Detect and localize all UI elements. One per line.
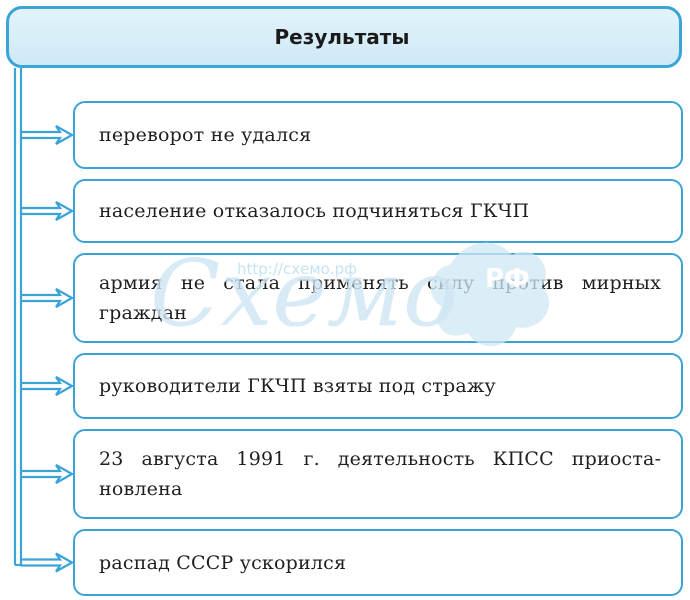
header-box: Результаты: [6, 6, 682, 68]
result-item-4: руководители ГКЧП взяты под стражу: [73, 353, 683, 419]
result-item-5: 23 августа 1991 г. деятельность КПСС при…: [73, 429, 683, 519]
result-item-2-text: население отказалось подчиняться ГКЧП: [99, 200, 530, 222]
result-item-6: распад СССР ускорился: [73, 529, 683, 596]
result-item-5-text: 23 августа 1991 г. деятельность КПСС при…: [99, 448, 661, 500]
arrow-icon: [21, 125, 75, 145]
arrow-icon: [21, 376, 75, 396]
arrow-icon: [21, 201, 75, 221]
result-item-2: население отказалось подчиняться ГКЧП: [73, 179, 683, 243]
result-item-1: переворот не удался: [73, 101, 683, 169]
result-item-1-text: переворот не удался: [99, 124, 312, 146]
arrow-icon: [21, 552, 75, 573]
connector-lines: [13, 68, 75, 573]
result-item-6-text: распад СССР ускорился: [99, 551, 347, 574]
result-item-3-text: армия не стала применять силу против мир…: [99, 272, 661, 324]
result-item-3: армия не стала применять силу против мир…: [73, 253, 683, 343]
watermark-url: http://схемо.рф: [237, 260, 357, 278]
arrow-icon: [21, 288, 75, 308]
arrow-icon: [21, 464, 75, 484]
result-item-4-text: руководители ГКЧП взяты под стражу: [99, 375, 496, 397]
header-title: Результаты: [274, 25, 410, 49]
